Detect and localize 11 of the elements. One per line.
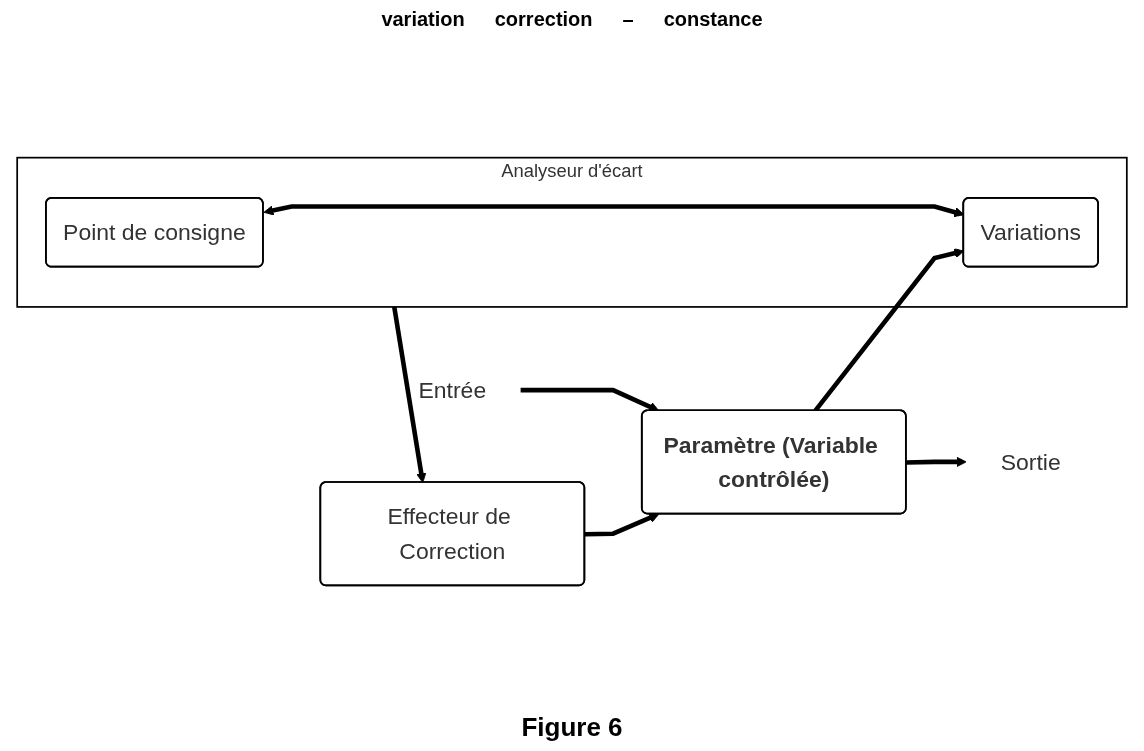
arrow [906,456,967,467]
arrow [392,306,427,484]
arrow-label: constance [663,8,763,31]
node-text: Sortie [1000,449,1061,475]
arrow [520,387,660,412]
arrow-label: correction [494,8,593,31]
node-text: Entrée [418,377,487,403]
figure-caption: Figure 6 [521,712,623,743]
arrow [584,513,660,537]
arrow-label: variation [381,8,465,31]
arrow-label: – [622,8,634,31]
